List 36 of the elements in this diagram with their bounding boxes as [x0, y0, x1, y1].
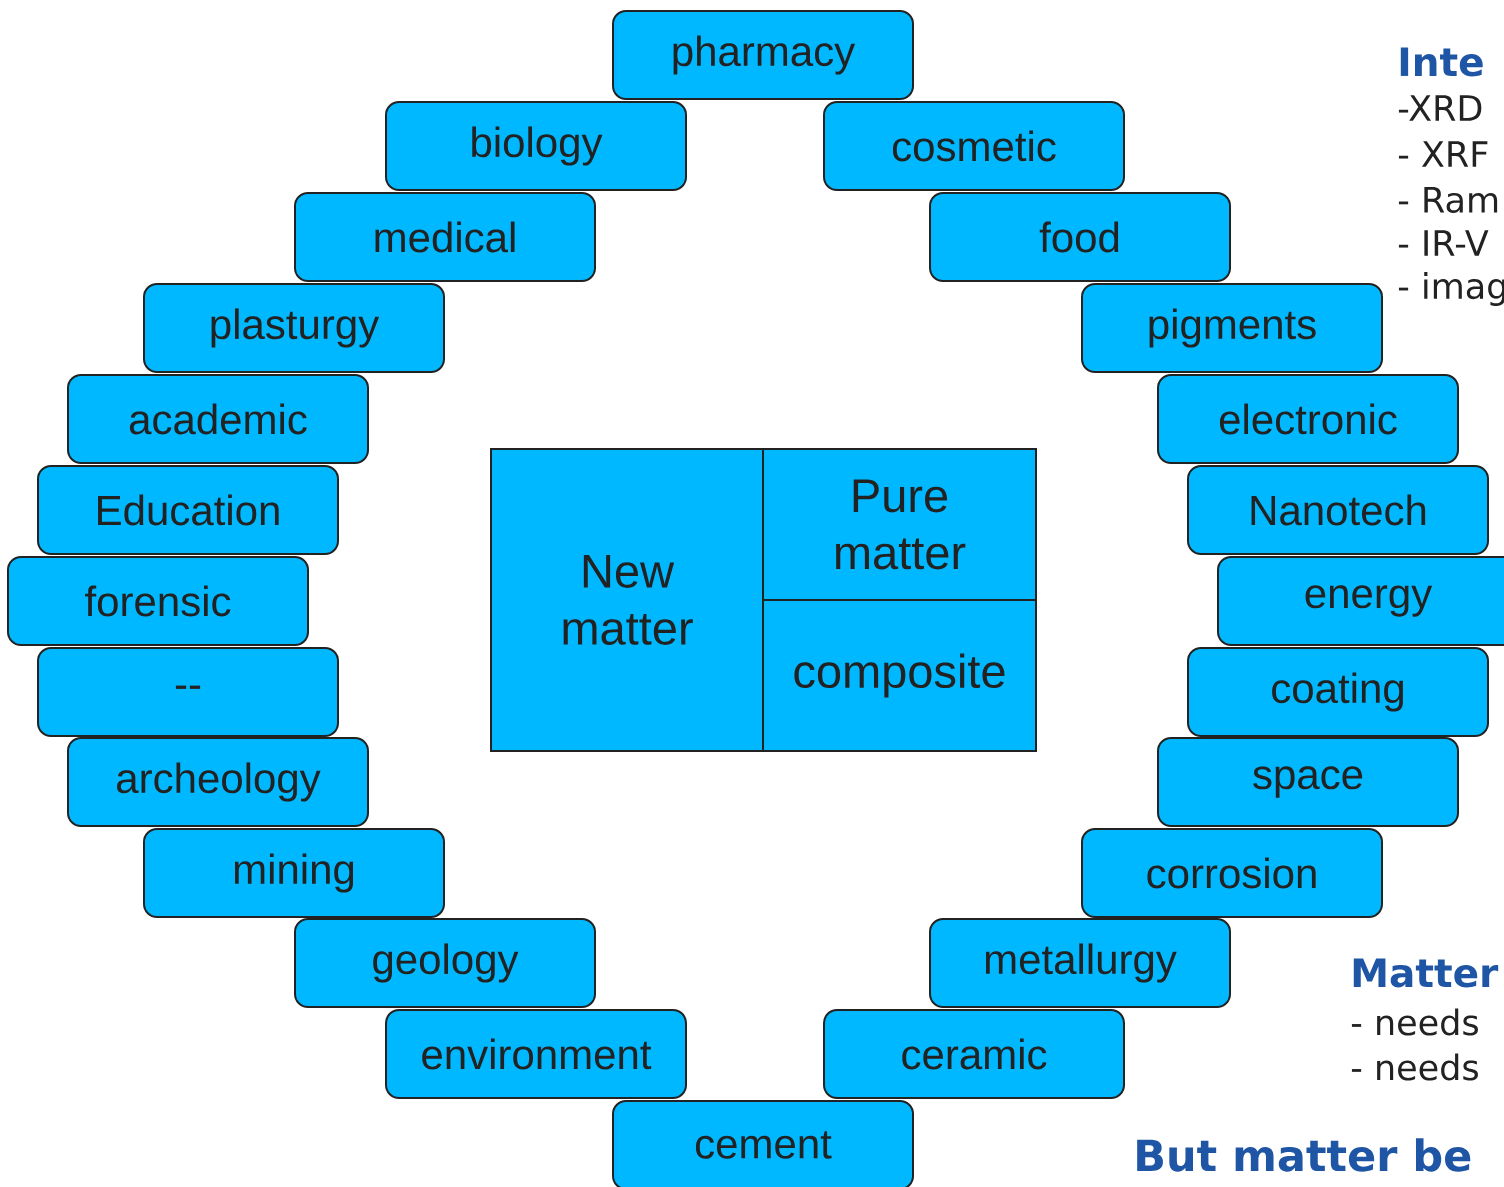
list-item: -XRD — [1398, 95, 1482, 121]
field-box: plasturgy — [143, 283, 445, 373]
list-item: - IR-V — [1398, 230, 1489, 256]
field-box: food — [929, 192, 1231, 282]
field-box: forensic — [7, 556, 309, 646]
field-box: metallurgy — [929, 918, 1231, 1008]
field-box: corrosion — [1081, 828, 1383, 918]
list-item: - needs — [1351, 1008, 1478, 1036]
list-item: - needs — [1351, 1053, 1478, 1081]
field-box: archeology — [67, 737, 369, 827]
matter-cell: composite — [762, 599, 1037, 752]
field-box: medical — [294, 192, 596, 282]
heading: Matter — [1353, 958, 1499, 988]
list-item: - XRF — [1398, 141, 1488, 167]
field-box: biology — [385, 101, 687, 191]
field-box: environment — [385, 1009, 687, 1099]
field-box: space — [1157, 737, 1459, 827]
field-box: Nanotech — [1187, 465, 1489, 555]
field-box: cement — [612, 1100, 914, 1187]
list-item: - Ram — [1398, 187, 1498, 213]
field-box: academic — [67, 374, 369, 464]
matter-cell: New matter — [490, 448, 764, 752]
field-box: geology — [294, 918, 596, 1008]
heading: Inte — [1400, 47, 1483, 77]
field-box: cosmetic — [823, 101, 1125, 191]
field-box: pharmacy — [612, 10, 914, 100]
field-box: -- — [37, 647, 339, 737]
matter-cell: Pure matter — [762, 448, 1037, 601]
field-box: electronic — [1157, 374, 1459, 464]
field-box: coating — [1187, 647, 1489, 737]
field-box: energy — [1217, 556, 1504, 646]
field-box: mining — [143, 828, 445, 918]
field-box: ceramic — [823, 1009, 1125, 1099]
field-box: pigments — [1081, 283, 1383, 373]
field-box: Education — [37, 465, 339, 555]
heading: But matter be — [1137, 1138, 1471, 1172]
